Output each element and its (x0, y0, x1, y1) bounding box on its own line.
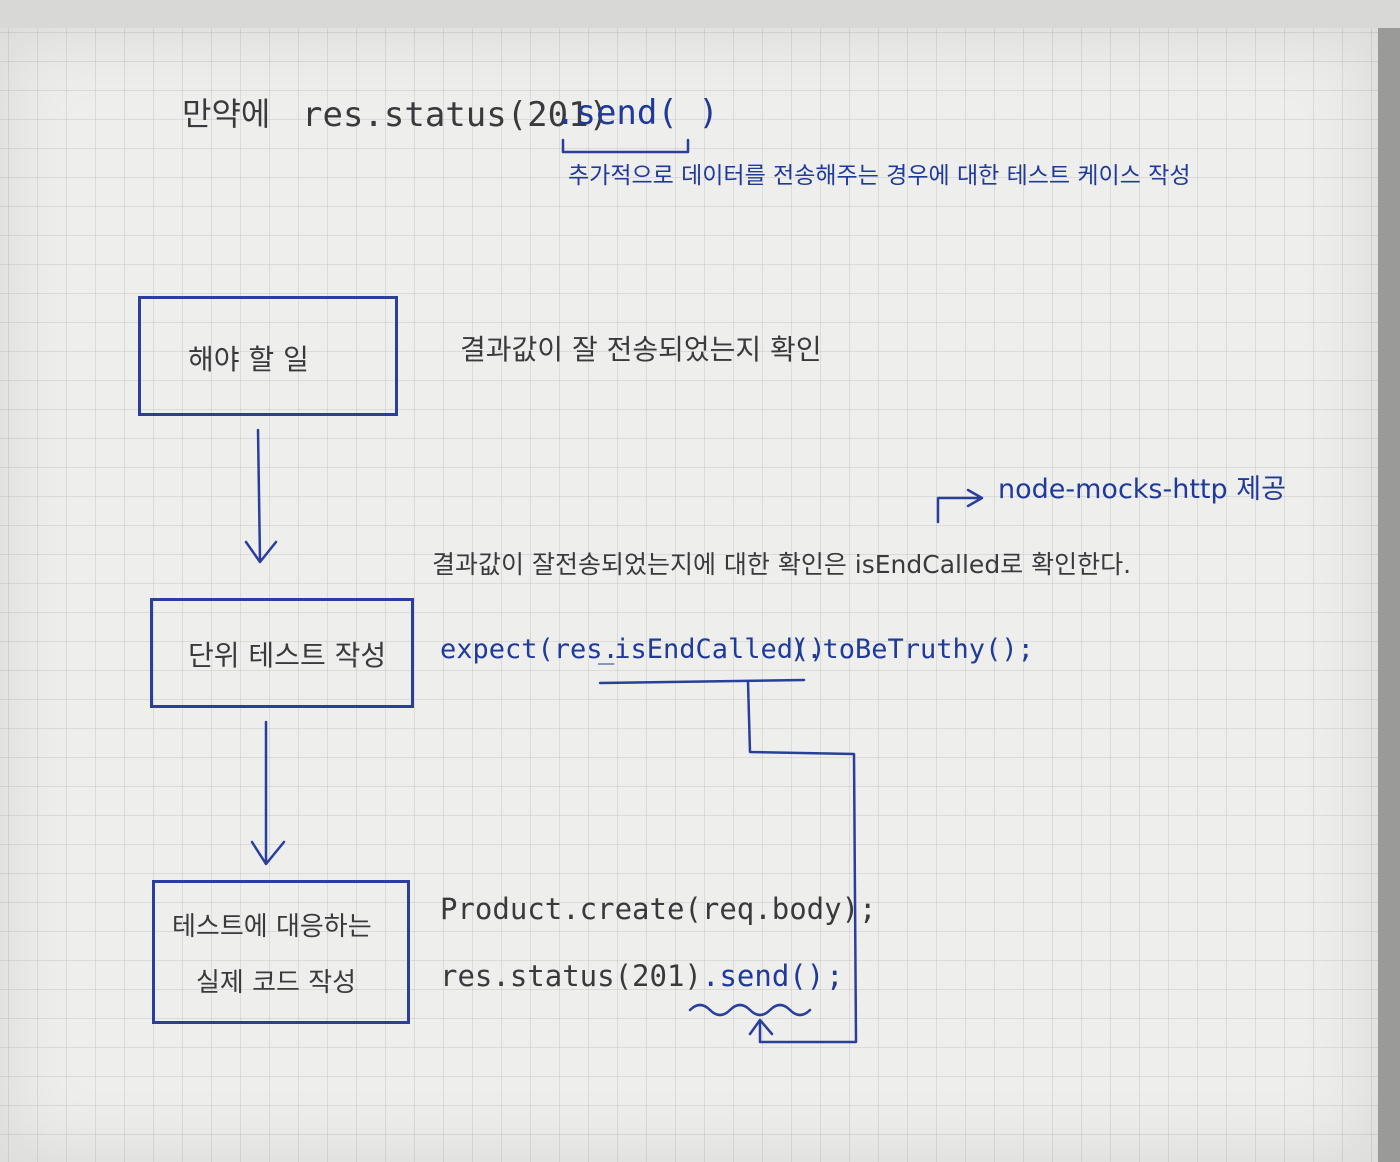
grid-paper (0, 28, 1378, 1162)
header-code-main: res.status(201) (302, 95, 610, 135)
step-label-unit-test: 단위 테스트 작성 (188, 639, 387, 672)
step-box-unit-test (150, 598, 414, 708)
code-expect-prefix: expect(res. (440, 634, 619, 665)
header-code-highlight: .send( ) (555, 93, 719, 133)
step-box-implementation (152, 880, 410, 1024)
code-semicolon: ; (826, 959, 844, 993)
flow-arrow-1 (244, 428, 278, 564)
provider-pointer-arrow (936, 488, 984, 524)
code-send: .send() (702, 959, 825, 993)
step-label-implementation-line2: 실제 코드 작성 (196, 968, 357, 998)
code-create: Product.create(req.body); (440, 892, 877, 926)
header-prefix: 만약에 (182, 95, 271, 133)
step1-note: 결과값이 잘 전송되었는지 확인 (460, 333, 822, 366)
send-bracket (561, 138, 690, 154)
send-wavy-underline (688, 1003, 812, 1017)
code-status: res.status(201) (440, 959, 702, 993)
header-annotation: 추가적으로 데이터를 전송해주는 경우에 대한 테스트 케이스 작성 (568, 163, 1191, 189)
flow-arrow-2 (250, 720, 286, 866)
step2-note: 결과값이 잘전송되었는지에 대한 확인은 isEndCalled로 확인한다. (432, 550, 1132, 579)
isendcalled-underline (598, 678, 806, 685)
page-edge (1378, 28, 1400, 1162)
step-label-todo: 해야 할 일 (188, 343, 309, 376)
provider-note: node-mocks-http 제공 (998, 474, 1286, 505)
step-label-implementation-line1: 테스트에 대응하는 (172, 912, 372, 942)
step-box-todo (138, 296, 398, 416)
code-expect-suffix: ).toBeTruthy(); (790, 634, 1034, 665)
code-expect-method: _isEndCalled() (598, 634, 826, 665)
connector-line (746, 680, 858, 1044)
